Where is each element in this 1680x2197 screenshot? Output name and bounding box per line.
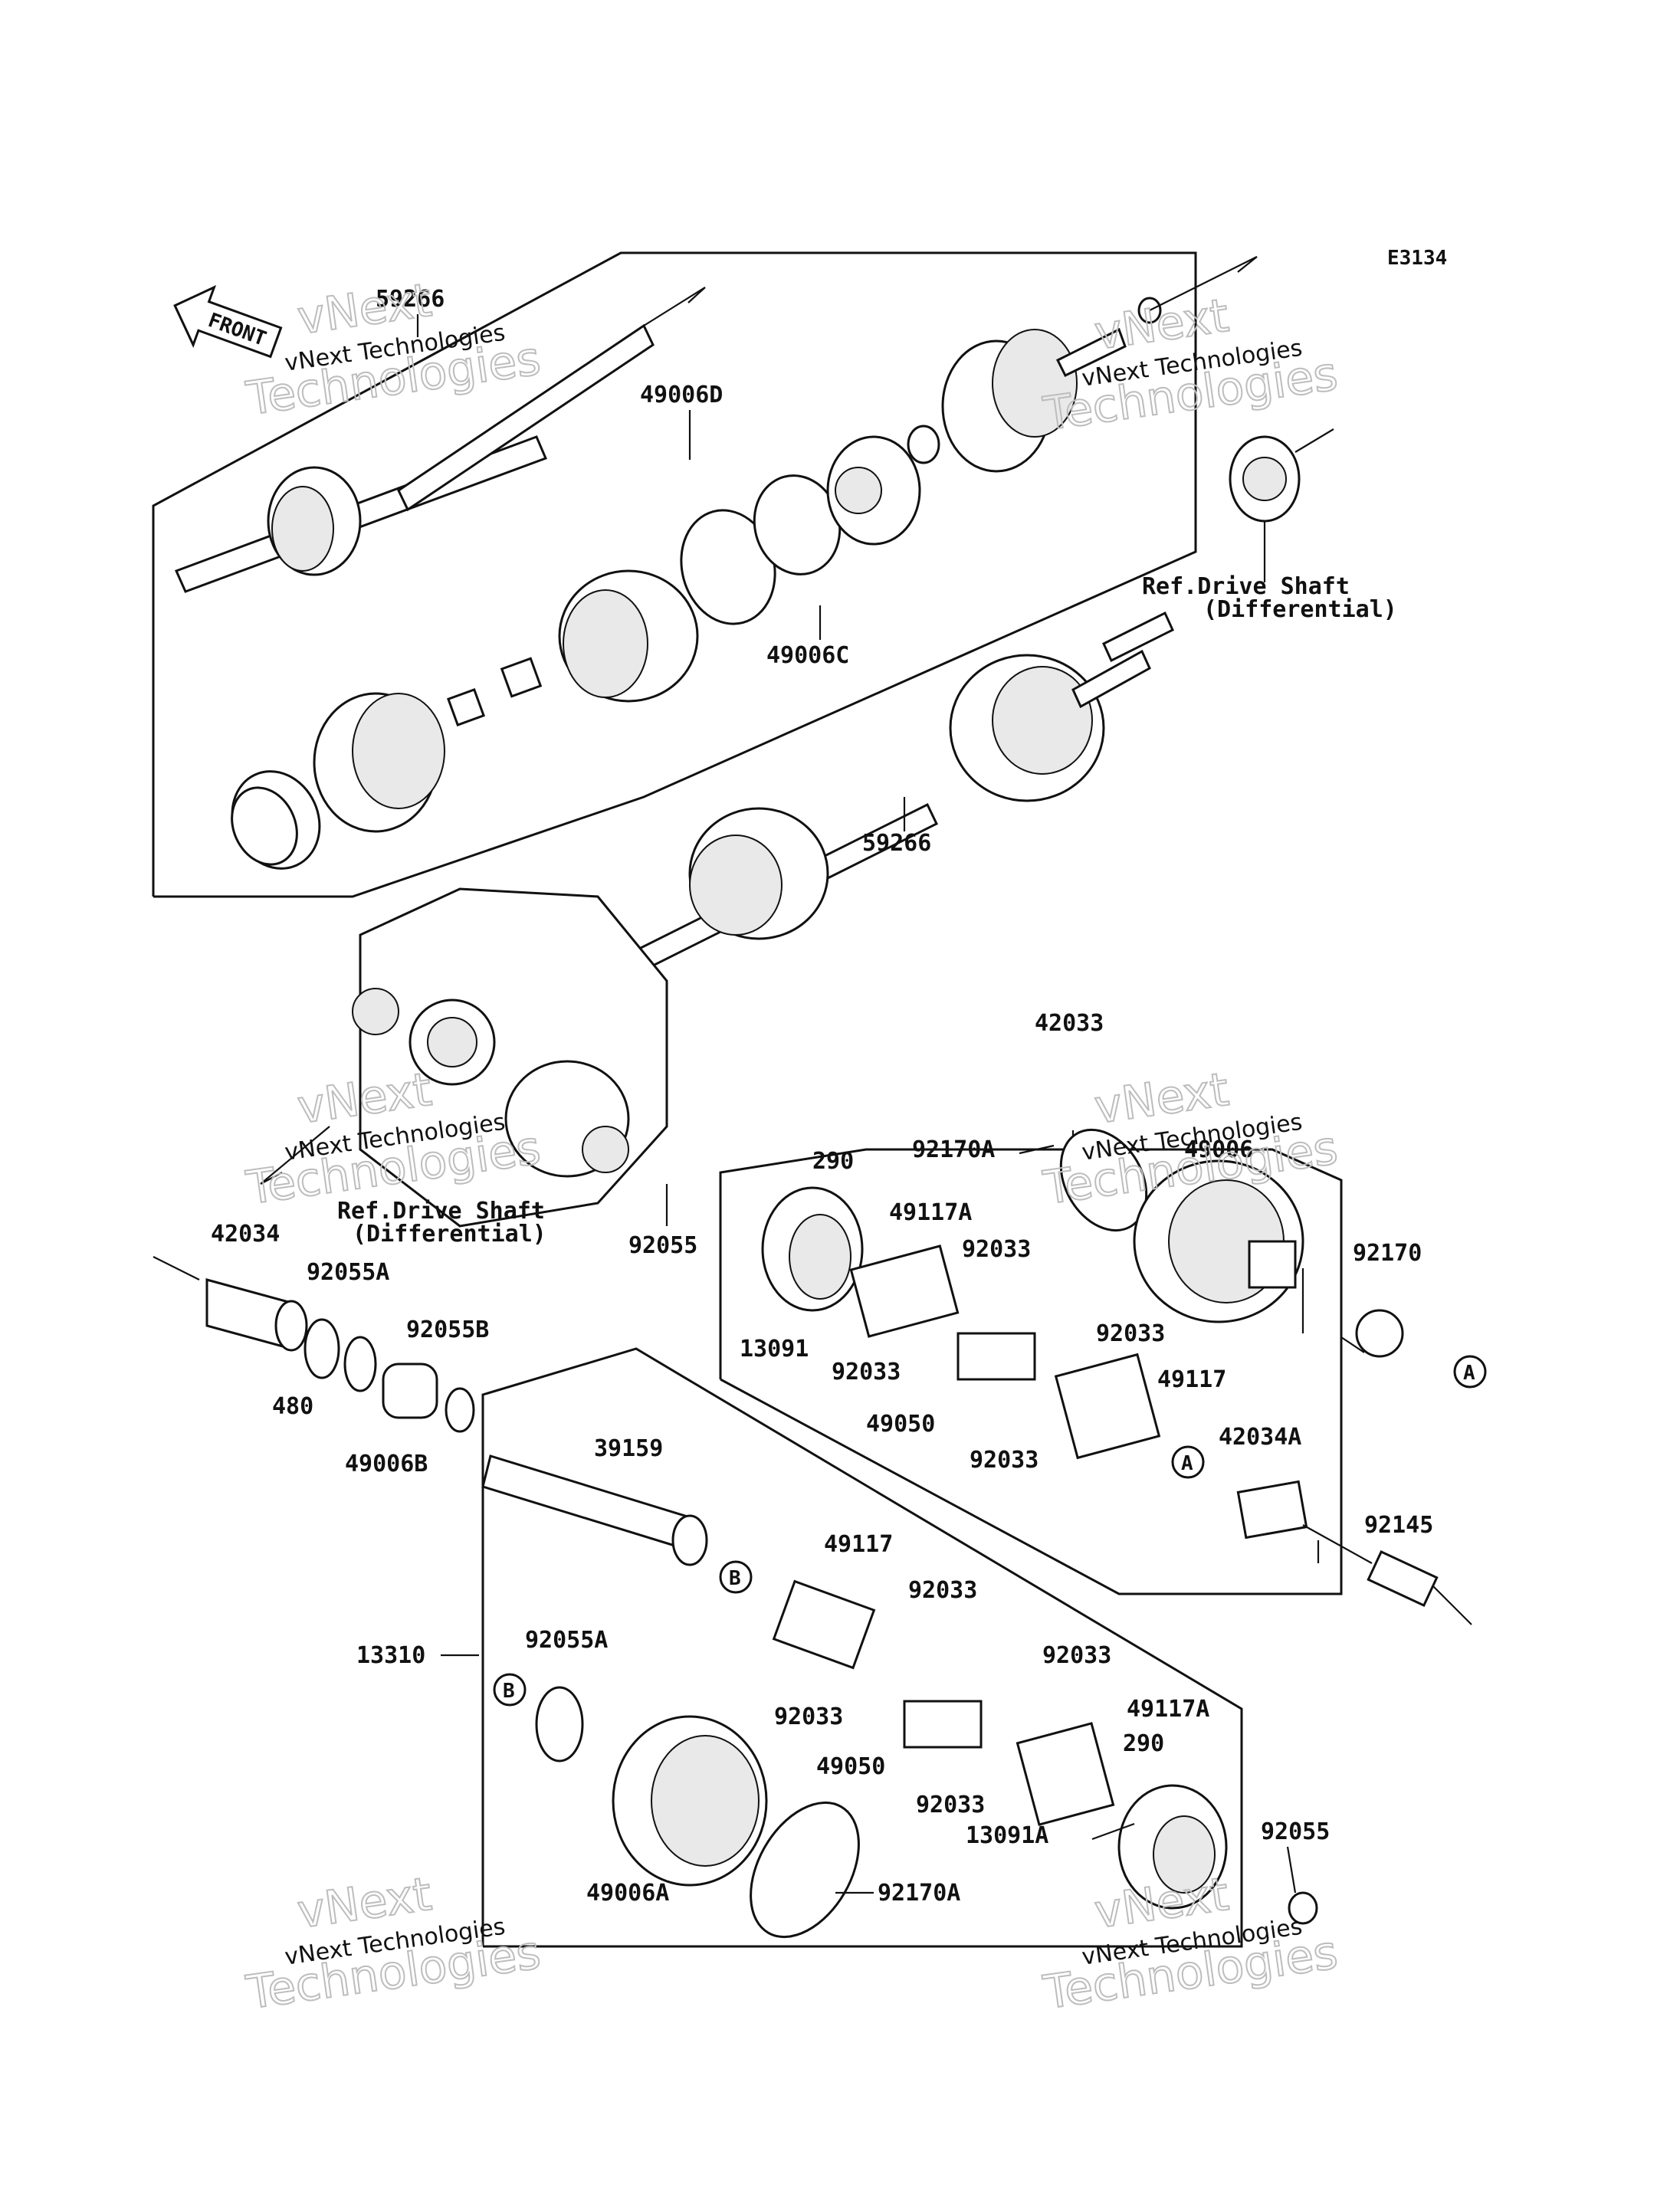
part-label: 92170 [1353, 1240, 1422, 1267]
callout-b-letter: B [503, 1680, 515, 1703]
part-label: 59266 [862, 830, 931, 857]
part-label: 92170A [878, 1880, 960, 1907]
part-label: 49117A [1127, 1696, 1209, 1723]
part-labels: 59266 49006D 49006C 59266 42033 49006 92… [211, 286, 1433, 1907]
part-label: 92033 [1096, 1320, 1165, 1347]
part-label: 49006B [345, 1451, 428, 1477]
part-label: 92145 [1364, 1512, 1433, 1539]
callout-b-letter: B [729, 1567, 741, 1590]
part-label: 290 [812, 1148, 854, 1175]
callout-a-letter: A [1181, 1452, 1193, 1475]
part-label: 13091A [966, 1822, 1048, 1849]
reference-label-line1: Ref.Drive Shaft [1142, 573, 1350, 600]
front-differential-housing [260, 887, 668, 1228]
part-label: 92033 [908, 1577, 977, 1604]
part-label: 480 [272, 1393, 313, 1420]
differential-gear-ref [1229, 428, 1334, 582]
part-label: 49117 [1157, 1366, 1226, 1393]
reference-label-line2: (Differential) [1203, 596, 1397, 623]
part-label: 92033 [1042, 1642, 1111, 1669]
part-label: 49117 [824, 1531, 893, 1558]
middle-group-frame [719, 1148, 1343, 1595]
middle-joint-components [761, 1128, 1472, 1625]
leader-lines [416, 314, 1365, 1894]
upper-axle-shaft [174, 287, 706, 593]
callout-b-2: B [493, 1673, 527, 1707]
reference-label-line1: Ref.Drive Shaft [337, 1198, 545, 1225]
watermark: vNext Technologies vNext Technologies [1039, 1062, 1341, 1216]
part-label: 39159 [594, 1435, 663, 1462]
callout-b-1: B [719, 1560, 753, 1594]
lower-joint-components [481, 1454, 1318, 1939]
left-side-parts [153, 1256, 475, 1433]
part-label: 49006D [640, 382, 723, 408]
upper-joint-components [231, 256, 1258, 870]
part-label: 13310 [356, 1642, 425, 1669]
part-label: 49006C [766, 642, 849, 669]
part-label: 92055A [525, 1627, 608, 1654]
part-label: 49006A [586, 1880, 669, 1907]
part-label: 92055A [307, 1259, 389, 1286]
part-label: 92055 [628, 1232, 697, 1259]
upper-group-frame [152, 251, 1197, 898]
part-label: 92170A [912, 1136, 995, 1163]
part-label: 92055 [1261, 1818, 1330, 1845]
part-label: 42034A [1219, 1424, 1301, 1451]
part-label: 49050 [816, 1753, 885, 1780]
reference-label-line2: (Differential) [353, 1221, 546, 1248]
part-label: 92033 [962, 1236, 1031, 1263]
watermark: vNext Technologies vNext Technologies [242, 273, 544, 427]
part-label: 49006 [1184, 1136, 1253, 1163]
part-label: 290 [1123, 1730, 1164, 1757]
part-label: 92033 [832, 1359, 901, 1385]
front-arrow-icon: FRONT [173, 284, 283, 359]
callout-a-1: A [1453, 1355, 1487, 1389]
part-label: 92033 [774, 1703, 843, 1730]
part-label: 49117A [889, 1199, 972, 1226]
watermark: vNext Technologies vNext Technologies [242, 1867, 544, 2021]
lower-axle-shaft [619, 611, 1174, 979]
part-label: 49050 [866, 1411, 935, 1438]
part-label: 92055B [406, 1317, 489, 1343]
part-label: 92033 [916, 1792, 985, 1818]
part-label: 59266 [376, 286, 445, 313]
part-label: 42034 [211, 1221, 280, 1248]
part-label: 92033 [970, 1447, 1039, 1474]
part-label: 42033 [1035, 1010, 1104, 1037]
diagram-code: E3134 [1387, 247, 1447, 270]
callout-a-letter: A [1463, 1362, 1475, 1385]
callout-a-2: A [1171, 1445, 1205, 1479]
watermark: vNext Technologies vNext Technologies [1039, 1867, 1341, 2021]
part-label: 13091 [740, 1336, 809, 1362]
